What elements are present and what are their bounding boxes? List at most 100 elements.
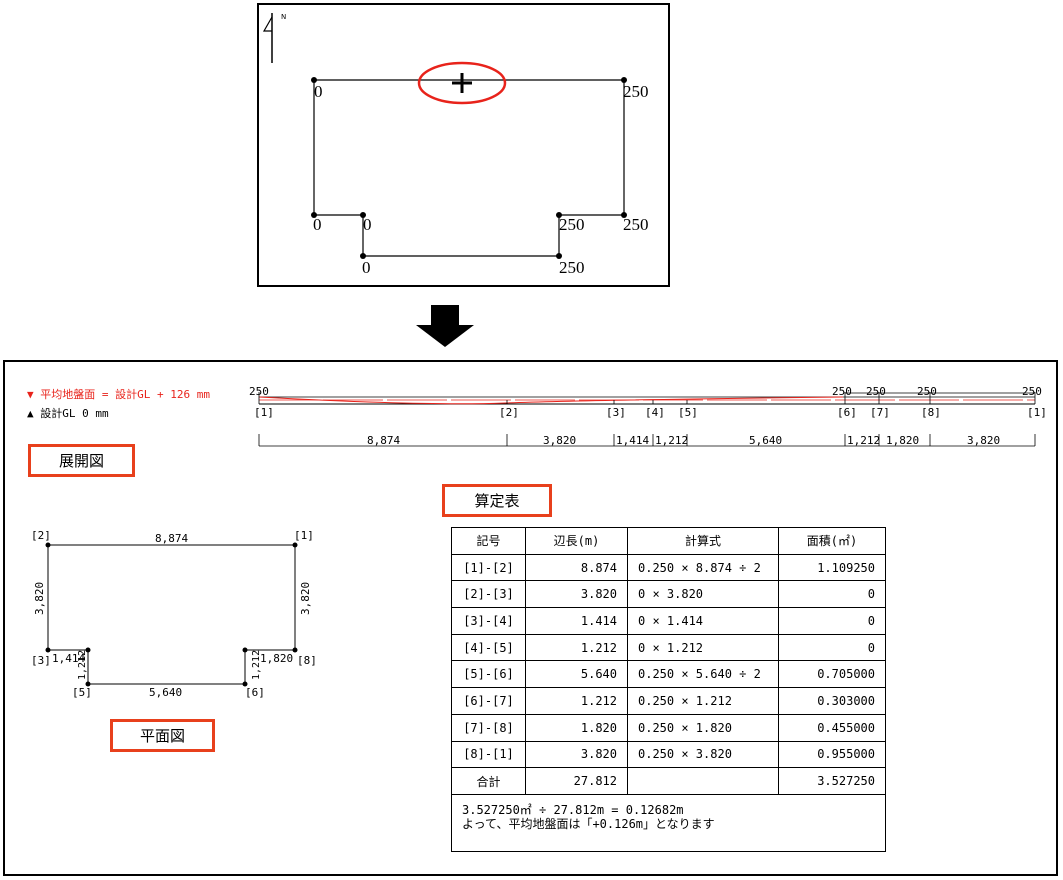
site-plan-drawing: N 0 250 0 0 250 250 0 250	[262, 13, 649, 277]
cell-area: 1.109250	[778, 553, 886, 582]
dimension-value: 5,640	[749, 434, 782, 447]
height-value: 250	[866, 385, 886, 398]
cell-length: 1.212	[525, 633, 628, 662]
cell-symbol: [4]-[5]	[451, 633, 526, 662]
dimension-value: 3,820	[543, 434, 576, 447]
plan-dim-right: 3,820	[299, 582, 312, 615]
total-label: 合計	[451, 767, 526, 795]
dimension-value: 1,414	[616, 434, 649, 447]
vertex-value: 250	[623, 215, 649, 234]
result-note: 3.527250㎡ ÷ 27.812m = 0.12682m よって、平均地盤面…	[451, 793, 886, 852]
header-formula: 計算式	[627, 527, 779, 555]
table-row: [6]-[7] 1.212 0.250 × 1.212 0.303000	[451, 687, 886, 715]
table-row: [7]-[8] 1.820 0.250 × 1.820 0.455000	[451, 713, 886, 742]
cell-formula: 0.250 × 5.640 ÷ 2	[627, 660, 779, 689]
cell-symbol: [3]-[4]	[451, 607, 526, 635]
plus-icon	[452, 73, 472, 93]
cell-area: 0	[778, 580, 886, 609]
cell-symbol: [8]-[1]	[451, 740, 526, 769]
plan-drawing: [2] [1] [3] [8] [5] [6] 8,874 5,640 1,41…	[31, 529, 317, 699]
plan-dim-left-step-v: 1,212	[77, 650, 88, 680]
site-plan-panel: N 0 250 0 0 250 250 0 250	[257, 3, 670, 287]
corner-tag: [1]	[294, 529, 314, 542]
cell-symbol: [5]-[6]	[451, 660, 526, 689]
north-label: N	[281, 13, 286, 21]
north-arrow-icon	[262, 13, 273, 63]
cell-symbol: [6]-[7]	[451, 687, 526, 715]
table-header-row: 記号 辺長(m) 計算式 面積(㎡)	[451, 527, 886, 555]
vertex-value: 0	[313, 215, 322, 234]
cell-symbol: [7]-[8]	[451, 713, 526, 742]
header-symbol: 記号	[451, 527, 526, 555]
header-length: 辺長(m)	[525, 527, 628, 555]
design-gl-label: ▲ 設計GL 0 mm	[27, 407, 109, 420]
table-row: [5]-[6] 5.640 0.250 × 5.640 ÷ 2 0.705000	[451, 660, 886, 689]
height-value: 250	[249, 385, 269, 398]
development-title: 展開図	[28, 444, 135, 477]
plan-dim-right-step-v: 1,212	[251, 650, 262, 680]
cell-formula: 0.250 × 1.820	[627, 713, 779, 742]
vertex-value: 0	[314, 82, 323, 101]
vertex-points	[311, 77, 627, 259]
cell-length: 1.414	[525, 607, 628, 635]
cell-length: 5.640	[525, 660, 628, 689]
point-tag: [2]	[499, 406, 519, 419]
dimension-value: 1,820	[886, 434, 919, 447]
table-row: [3]-[4] 1.414 0 × 1.414 0	[451, 607, 886, 635]
cell-formula: 0 × 3.820	[627, 580, 779, 609]
header-area: 面積(㎡)	[778, 527, 886, 555]
average-ground-level-label: ▼ 平均地盤面 = 設計GL + 126 mm	[27, 388, 210, 401]
cell-length: 3.820	[525, 580, 628, 609]
cell-length: 8.874	[525, 553, 628, 582]
point-tag: [8]	[921, 406, 941, 419]
corner-tag: [8]	[297, 654, 317, 667]
point-tag: [5]	[678, 406, 698, 419]
calculation-panel: ▼ 平均地盤面 = 設計GL + 126 mm ▲ 設計GL 0 mm	[3, 360, 1058, 876]
cell-area: 0.705000	[778, 660, 886, 689]
height-value: 250	[1022, 385, 1042, 398]
result-note-line2: よって、平均地盤面は「+0.126m」となります	[462, 816, 715, 831]
table-row: [8]-[1] 3.820 0.250 × 3.820 0.955000	[451, 740, 886, 769]
cell-formula: 0 × 1.212	[627, 633, 779, 662]
corner-tag: [2]	[31, 529, 51, 542]
calc-table-title: 算定表	[442, 484, 552, 517]
point-tag: [3]	[606, 406, 626, 419]
height-value: 250	[917, 385, 937, 398]
vertex-value: 0	[363, 215, 372, 234]
total-row: 合計 27.812 3.527250	[451, 767, 886, 795]
height-value: 250	[832, 385, 852, 398]
result-note-line1: 3.527250㎡ ÷ 27.812m = 0.12682m	[462, 802, 684, 817]
result-note-row: 3.527250㎡ ÷ 27.812m = 0.12682m よって、平均地盤面…	[451, 793, 886, 852]
dimension-value: 8,874	[367, 434, 400, 447]
point-tag: [1]	[254, 406, 274, 419]
vertex-value: 0	[362, 258, 371, 277]
plan-title: 平面図	[110, 719, 215, 752]
corner-tag: [5]	[72, 686, 92, 699]
cell-formula: 0 × 1.414	[627, 607, 779, 635]
vertex-value: 250	[559, 258, 585, 277]
development-drawing: 250 250 250 250 250 [1] [2] [3] [4] [5] …	[249, 385, 1047, 447]
dimension-value: 1,212	[655, 434, 688, 447]
dimension-value: 3,820	[967, 434, 1000, 447]
table-row: [1]-[2] 8.874 0.250 × 8.874 ÷ 2 1.109250	[451, 553, 886, 582]
plan-dim-bottom: 5,640	[149, 686, 182, 699]
cell-area: 0.455000	[778, 713, 886, 742]
highlight-ellipse	[417, 61, 507, 105]
cell-symbol: [2]-[3]	[451, 580, 526, 609]
plan-dim-left-step: 1,414	[52, 652, 85, 665]
vertex-value: 250	[623, 82, 649, 101]
total-area: 3.527250	[778, 767, 886, 795]
calc-table: 記号 辺長(m) 計算式 面積(㎡) [1]-[2] 8.874 0.250 ×…	[451, 527, 886, 852]
point-tag: [4]	[645, 406, 665, 419]
point-tag: [1]	[1027, 406, 1047, 419]
cell-area: 0	[778, 607, 886, 635]
dimension-value: 1,212	[847, 434, 880, 447]
cell-length: 3.820	[525, 740, 628, 769]
cell-symbol: [1]-[2]	[451, 553, 526, 582]
point-tag: [6]	[837, 406, 857, 419]
cell-length: 1.820	[525, 713, 628, 742]
cell-formula: 0.250 × 3.820	[627, 740, 779, 769]
total-length: 27.812	[525, 767, 628, 795]
cell-formula: 0.250 × 8.874 ÷ 2	[627, 553, 779, 582]
cell-formula: 0.250 × 1.212	[627, 687, 779, 715]
